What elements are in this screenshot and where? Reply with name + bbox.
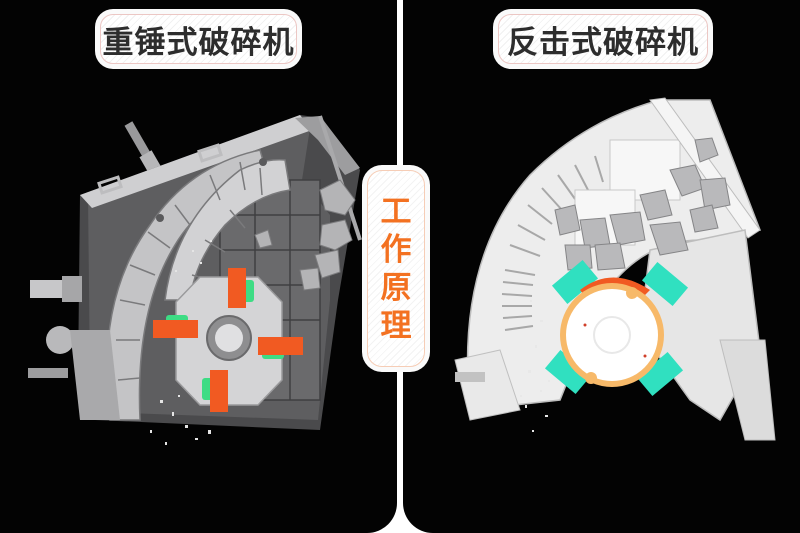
impact-crusher-title: 反击式破碎机 xyxy=(507,24,699,61)
debris xyxy=(520,300,550,432)
working-principle-inner: 工 作 原 理 xyxy=(367,170,425,367)
debris xyxy=(150,240,212,445)
left-panel-hammer-crusher: 重锤式破碎机 xyxy=(0,0,397,533)
label-char: 原 xyxy=(380,269,412,306)
side-shaft xyxy=(30,280,70,298)
rotor-disc xyxy=(566,289,658,381)
label-char: 作 xyxy=(380,231,412,268)
hammer-crusher-title-pill: 重锤式破碎机 xyxy=(95,9,302,69)
label-char: 工 xyxy=(380,193,412,230)
impact-crusher-illustration xyxy=(454,97,776,441)
hammers xyxy=(153,268,303,412)
impact-crusher-title-pill: 反击式破碎机 xyxy=(493,9,713,69)
title-pill-inner: 反击式破碎机 xyxy=(498,14,708,64)
working-principle-label: 工 作 原 理 xyxy=(362,165,430,372)
impact-liner-inner xyxy=(164,158,291,301)
hammer-crusher-illustration xyxy=(28,115,362,445)
label-char: 理 xyxy=(380,307,412,344)
right-panel-impact-crusher: 反击式破碎机 xyxy=(403,0,800,533)
title-pill-inner: 重锤式破碎机 xyxy=(100,14,297,64)
hammer-crusher-title: 重锤式破碎机 xyxy=(102,24,295,61)
rocks xyxy=(554,137,731,271)
rocks xyxy=(254,179,356,291)
blow-bars xyxy=(544,259,689,397)
